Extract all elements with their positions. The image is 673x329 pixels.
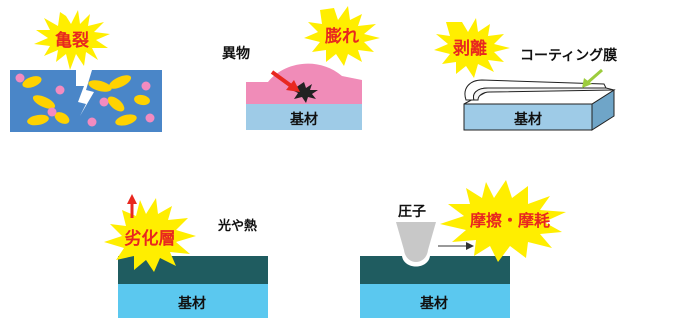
panel-wear: 基材 圧子 摩擦・摩耗 [360,180,566,318]
crack-label: 亀裂 [55,30,89,51]
wear-substrate [360,284,510,318]
wear-label: 摩擦・摩耗 [470,211,550,230]
indenter [396,222,436,262]
blister-label: 膨れ [325,26,359,47]
panel-blister: 基材 異物 膨れ [222,6,380,130]
foreign-particle [292,82,318,103]
wear-burst [440,180,566,262]
panel-crack: 亀裂 [10,10,162,132]
crack-particles [15,73,155,127]
crack-fissure [76,70,94,116]
light-heat-label: 光や熱 [217,218,257,234]
degradation-substrate [118,284,268,318]
blister-burst [304,6,380,66]
degradation-label: 劣化層 [125,228,176,249]
peeling-burst [434,18,510,78]
panel-degradation: 基材 劣化層 光や熱 [104,194,268,318]
wear-top-layer [360,256,510,284]
peeling-substrate-label: 基材 [514,111,542,128]
foreign-matter-label: 異物 [222,45,250,62]
coating-film-label: コーティング膜 [520,47,617,64]
indenter-label: 圧子 [398,204,426,220]
blister-substrate-label: 基材 [290,111,318,128]
wear-substrate-label: 基材 [420,295,448,312]
panel-peeling: 基材 コーティング膜 剥離 [434,18,617,131]
degradation-substrate-label: 基材 [178,295,206,312]
peeling-label: 剥離 [453,38,487,59]
blister-substrate [246,104,362,130]
crack-burst [34,10,110,70]
degradation-burst [104,198,196,272]
